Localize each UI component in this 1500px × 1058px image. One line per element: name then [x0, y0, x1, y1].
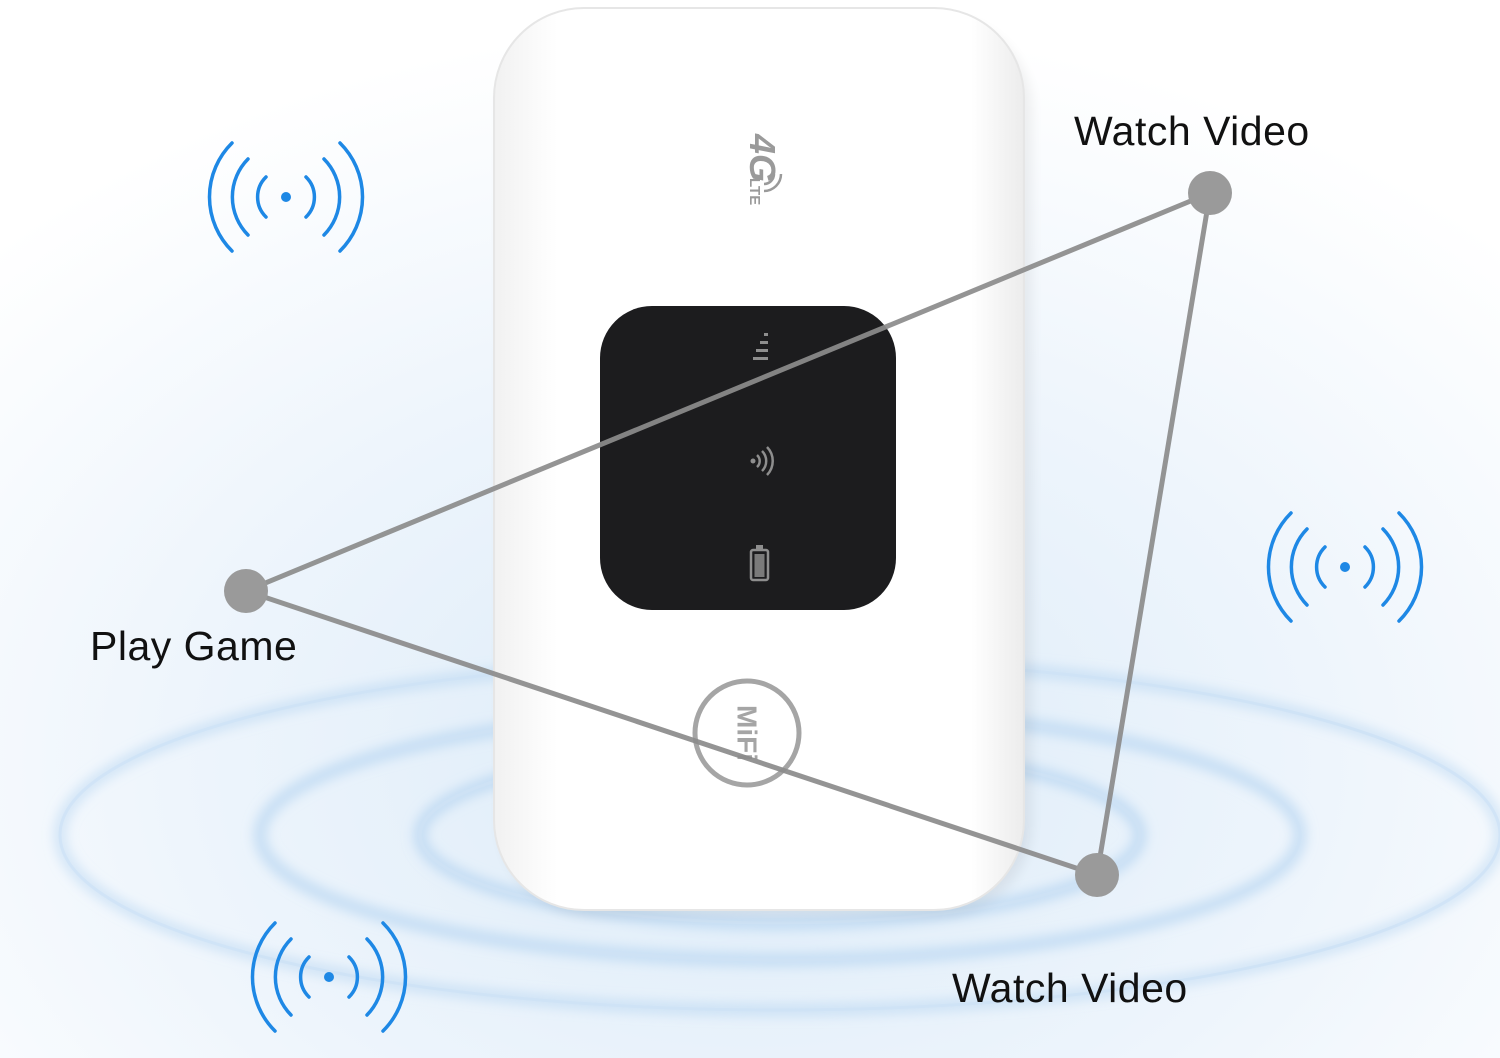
- mifi-button-label: MiFi: [732, 705, 763, 761]
- mifi-button[interactable]: MiFi: [692, 678, 802, 788]
- label-play-game: Play Game: [90, 623, 298, 669]
- label-watch-video-top: Watch Video: [1074, 108, 1310, 154]
- wifi-signal-icon: [207, 141, 365, 253]
- status-screen: [600, 306, 896, 610]
- brand-sub: LTE: [746, 178, 763, 205]
- wifi-signal-icon: [250, 921, 408, 1033]
- wifi-signal-icon: [1266, 511, 1424, 623]
- brand-mark: 4G: [742, 133, 783, 182]
- wifi-icon: [750, 446, 774, 476]
- battery-icon: [749, 545, 770, 582]
- mifi-device: 4G LTE MiFi: [493, 7, 1032, 916]
- label-watch-video-bottom: Watch Video: [952, 965, 1188, 1011]
- node-left: [224, 569, 268, 613]
- node-top-right: [1188, 171, 1232, 215]
- connection-lines: [243, 190, 1213, 878]
- connection-nodes: [224, 171, 1232, 897]
- signal-icon: [753, 333, 768, 360]
- node-bottom-right: [1075, 853, 1119, 897]
- 4g-lte-logo: 4G LTE: [742, 133, 783, 205]
